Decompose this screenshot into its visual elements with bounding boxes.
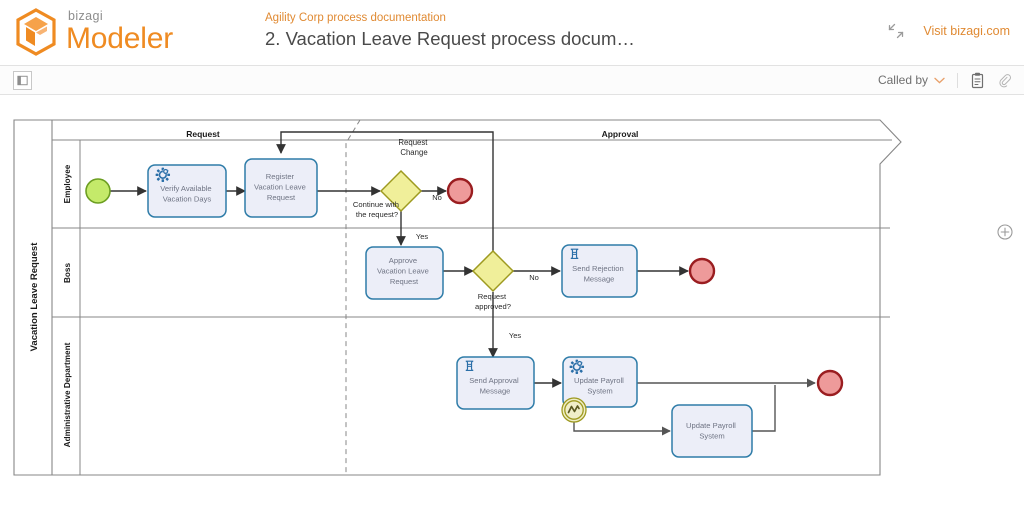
node-label: Update Payroll System xyxy=(574,376,626,396)
clipboard-icon[interactable] xyxy=(970,72,985,89)
node-label: Verify Available Vacation Days xyxy=(160,184,214,204)
app-header: bizagi Modeler Agility Corp process docu… xyxy=(0,0,1024,66)
lane-label-employee: Employee xyxy=(63,164,72,203)
side-panel-toggle-button[interactable] xyxy=(13,71,32,90)
node-label: Update Payroll System xyxy=(686,421,738,441)
node-task-update-payroll-system-primary[interactable]: Update Payroll System xyxy=(562,356,638,408)
node-boundary-error-event[interactable] xyxy=(561,397,587,423)
page-title: 2. Vacation Leave Request process docum… xyxy=(265,28,635,49)
diagram-toolbar: Called by xyxy=(0,66,1024,95)
flow-label-no-2: No xyxy=(529,273,539,282)
node-end-event-completed[interactable] xyxy=(816,369,844,397)
node-label: Register Vacation Leave Request xyxy=(254,172,308,202)
toolbar-divider xyxy=(957,72,958,88)
called-by-label: Called by xyxy=(877,73,928,87)
pool-outline xyxy=(13,119,902,476)
diagram-canvas[interactable]: Vacation Leave Request Employee Boss Adm… xyxy=(0,95,1024,522)
gear-icon xyxy=(569,359,585,375)
node-end-event-rejected[interactable] xyxy=(688,257,716,285)
script-icon xyxy=(465,360,474,372)
bpmn-diagram[interactable]: Vacation Leave Request Employee Boss Adm… xyxy=(0,95,1024,522)
document-title-block: Agility Corp process documentation 2. Va… xyxy=(265,11,725,51)
brand-modeler-text: Modeler xyxy=(66,21,173,55)
called-by-dropdown[interactable]: Called by xyxy=(878,73,945,87)
brand-logo-block: bizagi Modeler xyxy=(14,8,173,56)
node-label: Continue with the request? xyxy=(353,200,401,219)
side-panel-toggle-icon xyxy=(17,75,28,86)
expand-collapse-icon[interactable] xyxy=(887,22,905,40)
add-node-button[interactable] xyxy=(997,224,1013,240)
phase-label-request: Request xyxy=(186,129,220,139)
node-label: Request Change xyxy=(398,138,429,157)
flow-label-yes-2: Yes xyxy=(509,331,521,340)
flow-loopback-request-change xyxy=(276,131,494,251)
flow-label-yes-1: Yes xyxy=(416,232,428,241)
toolbar-right-actions: Called by xyxy=(878,66,1012,94)
chevron-down-icon xyxy=(934,77,945,84)
flow-label-no-1: No xyxy=(432,193,442,202)
node-gateway-request-approved[interactable]: Request approved? xyxy=(471,249,515,311)
node-label: Request approved? xyxy=(475,292,511,311)
gear-icon xyxy=(155,167,171,183)
node-gateway-continue-with-the-request[interactable]: Continue with the request? xyxy=(353,169,423,219)
node-task-register-vacation-leave-request[interactable]: Register Vacation Leave Request xyxy=(244,158,318,218)
bizagi-hexagon-logo-icon xyxy=(16,8,56,56)
node-label: Send Approval Message xyxy=(469,376,521,396)
node-task-send-rejection-message[interactable]: Send Rejection Message xyxy=(561,244,638,298)
error-bolt-icon xyxy=(567,405,580,414)
lane-label-boss: Boss xyxy=(63,263,72,283)
document-subtitle: Agility Corp process documentation xyxy=(265,12,446,24)
node-start-event[interactable] xyxy=(85,178,111,204)
header-actions: Visit bizagi.com xyxy=(887,22,1010,40)
lane-label-admin: Administrative Department xyxy=(63,342,72,447)
phase-label-approval: Approval xyxy=(602,129,639,139)
visit-bizagi-link[interactable]: Visit bizagi.com xyxy=(923,24,1010,38)
node-task-send-approval-message[interactable]: Send Approval Message xyxy=(456,356,535,410)
pool-label: Vacation Leave Request xyxy=(29,242,40,352)
node-end-event-request-change[interactable]: Request Change xyxy=(398,138,474,205)
flow-payroll2-end3 xyxy=(752,385,776,432)
node-task-approve-vacation-leave-request[interactable]: Approve Vacation Leave Request xyxy=(365,246,444,300)
paperclip-icon[interactable] xyxy=(997,72,1012,89)
node-label: Approve Vacation Leave Request xyxy=(377,256,431,286)
node-task-verify-available-vacation-days[interactable]: Verify Available Vacation Days xyxy=(147,164,227,218)
node-label: Send Rejection Message xyxy=(572,264,626,284)
node-task-update-payroll-system-secondary[interactable]: Update Payroll System xyxy=(671,404,753,458)
brand-wordmark: bizagi Modeler xyxy=(66,10,173,54)
brand-bizagi-text: bizagi xyxy=(68,9,104,24)
